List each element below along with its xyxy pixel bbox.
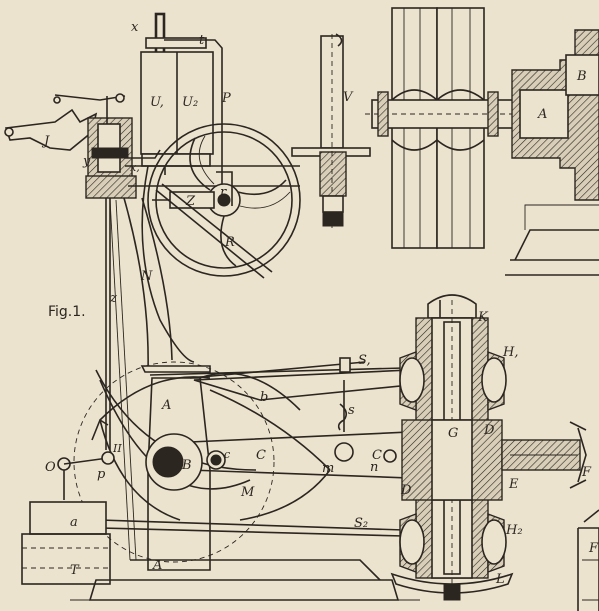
label-s: s — [348, 403, 355, 418]
main-body-a — [70, 357, 420, 601]
label-c-mid: C — [256, 448, 266, 463]
label-f-edge: F — [588, 541, 599, 556]
label-m-cap: M — [240, 485, 255, 500]
figure-title: Fig.1. — [48, 304, 86, 320]
flywheel-r — [147, 123, 301, 277]
label-z-cap: Z — [185, 194, 196, 209]
label-a-mid: A — [161, 398, 171, 413]
label-n-small: n — [370, 460, 378, 475]
label-u2: U₂ — [182, 95, 198, 110]
cylinder-u-assembly — [140, 12, 223, 185]
frame-column-n — [95, 165, 273, 561]
label-j: J — [41, 134, 50, 149]
edge-box-f — [577, 509, 599, 611]
label-l: L — [495, 572, 505, 587]
label-m: m — [322, 461, 334, 476]
label-s2: S₂ — [354, 516, 368, 531]
label-a: a — [70, 515, 78, 530]
label-u1: U, — [150, 95, 164, 110]
press-assembly-g — [390, 294, 587, 601]
column-v-detail — [291, 33, 371, 232]
label-n: N — [140, 269, 153, 284]
label-b: b — [260, 390, 268, 405]
label-z: z — [109, 291, 117, 306]
label-a-base: A — [152, 558, 162, 573]
label-v: V — [343, 90, 354, 105]
label-b-top: B — [576, 69, 587, 84]
label-p: P — [221, 91, 231, 106]
label-h2: H₂ — [505, 523, 523, 538]
labels: x t U, U₂ P V J y x, r Z R N z Fig.1. B … — [41, 20, 599, 587]
label-p-small: p — [97, 467, 106, 482]
label-g: G — [448, 426, 458, 441]
label-t-cap: T — [70, 563, 80, 578]
label-x: x — [131, 20, 139, 35]
lever-o — [57, 418, 115, 500]
tank-a-t — [21, 501, 111, 585]
label-e: E — [508, 477, 519, 492]
label-ii: II — [112, 442, 122, 455]
label-s1: S, — [358, 353, 371, 368]
label-c: c — [224, 448, 230, 461]
label-r: r — [220, 185, 227, 200]
label-d1: D — [483, 423, 495, 438]
valve-j-assembly — [4, 93, 300, 450]
label-h1: H, — [502, 345, 518, 360]
label-b-mid: B — [181, 458, 192, 473]
label-x1: x, — [130, 161, 140, 174]
label-c-right: C — [372, 448, 382, 463]
label-d2: D — [400, 483, 412, 498]
top-right-section-view — [365, 7, 599, 276]
label-t: t — [199, 33, 205, 48]
label-r-cap: R — [224, 235, 235, 250]
label-o: O — [45, 460, 56, 475]
label-f: F — [581, 465, 592, 480]
label-k: K — [477, 310, 489, 325]
label-y: y — [82, 154, 91, 169]
label-a-top: A — [537, 107, 547, 122]
